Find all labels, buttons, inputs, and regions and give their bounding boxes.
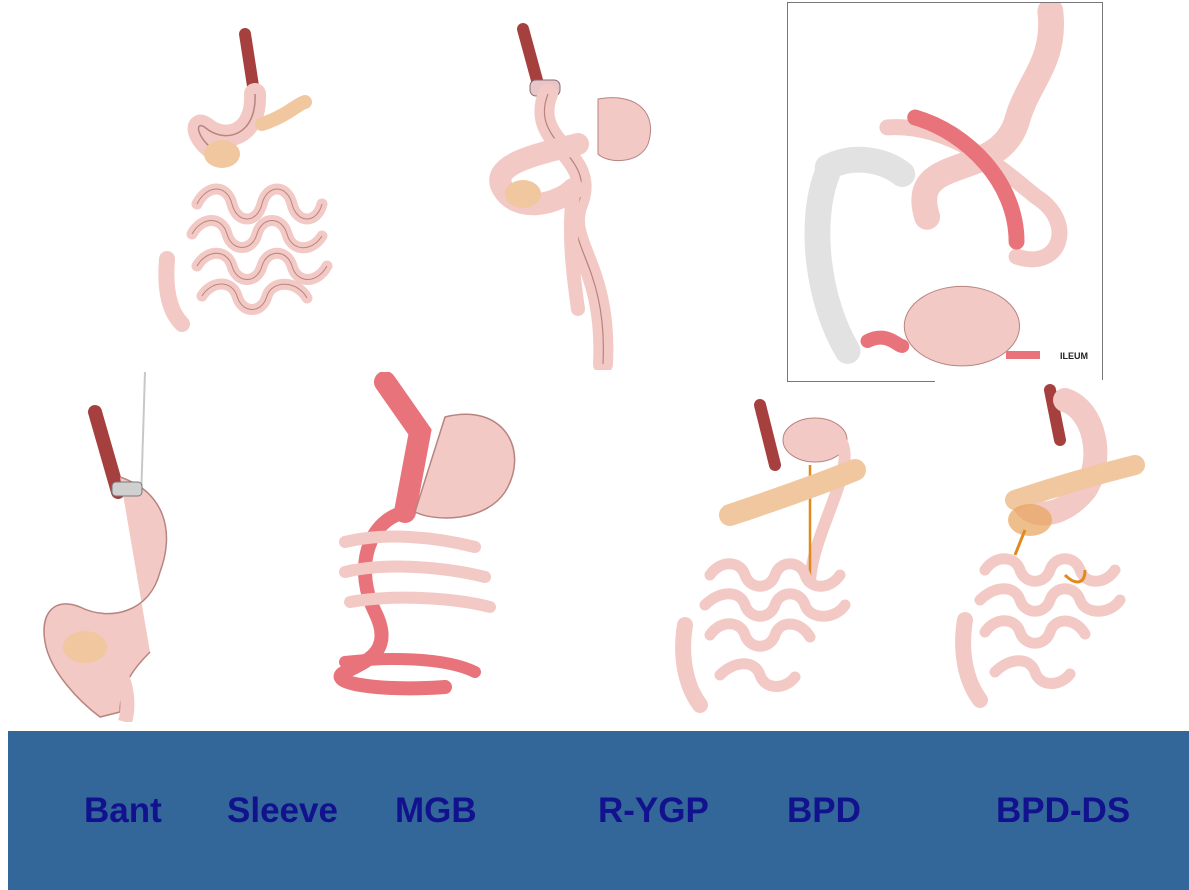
illustration-bpd-ds (935, 380, 1185, 725)
illustration-bpd (660, 385, 912, 725)
illustration-sleeve-and-mgb (305, 372, 545, 712)
illustration-band (0, 372, 218, 722)
label-sleeve: Sleeve (227, 793, 338, 828)
label-bant: Bant (84, 793, 162, 828)
label-bpdds: BPD-DS (996, 793, 1130, 828)
label-rygp: R-YGP (598, 793, 709, 828)
ileum-legend-label: ILEUM (1060, 351, 1088, 361)
anatomy-illustration-bypass (458, 4, 688, 370)
procedure-label-bar: Bant Sleeve MGB R-YGP BPD BPD-DS (8, 731, 1189, 890)
ileum-legend-swatch (1006, 351, 1040, 359)
anatomy-illustration-ileum-diagram: ILEUM (787, 2, 1103, 382)
label-bpd: BPD (787, 793, 861, 828)
label-mgb: MGB (395, 793, 477, 828)
anatomy-illustration-normal (137, 4, 362, 360)
